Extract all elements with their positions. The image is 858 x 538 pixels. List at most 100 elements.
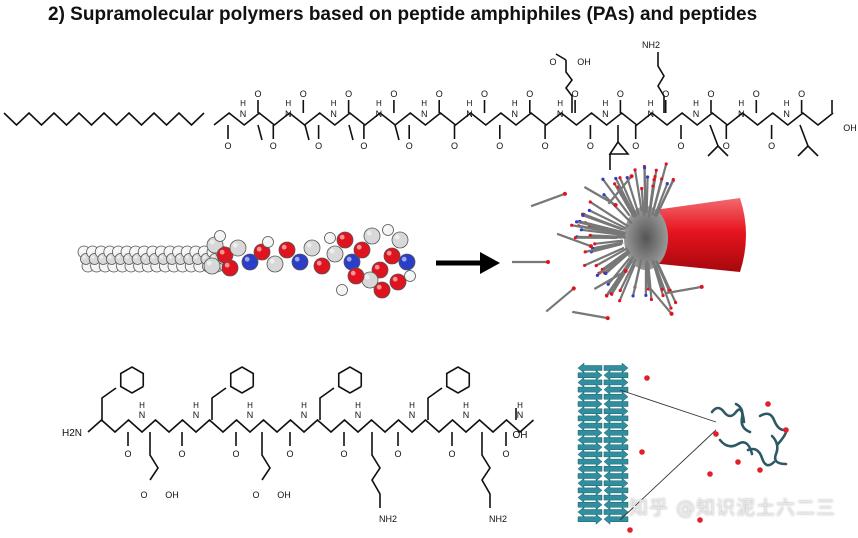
amide-hydrogen-label: H [648, 99, 654, 108]
amide-hydrogen-label: H [512, 99, 518, 108]
carbonyl-oxygen-label: O [481, 89, 488, 99]
beta-strand-arrow [603, 470, 629, 482]
carbonyl-oxygen-label: O [723, 141, 730, 151]
bond [807, 145, 819, 157]
amide-nitrogen-label: N [355, 410, 362, 420]
side-chain-hydroxyl-label: OH [165, 490, 179, 500]
carbon-atom-highlight [151, 255, 155, 259]
headgroup-atom [660, 287, 664, 291]
beta-strand-arrow [577, 448, 603, 460]
amphiphile-molecule [584, 246, 625, 267]
oxygen-atom-highlight [392, 276, 398, 282]
free-amphiphile [666, 284, 704, 295]
hydrogen-atom-highlight [384, 226, 388, 230]
carbon-atom-highlight [269, 258, 275, 264]
headgroup-atom [601, 177, 605, 181]
carbonyl-oxygen-label: O [753, 89, 760, 99]
amide-nitrogen-label: N [301, 410, 308, 420]
beta-strand-arrow [577, 376, 603, 388]
red-particle [757, 467, 763, 473]
beta-strand-arrow [577, 492, 603, 504]
figure-title: 2) Supramolecular polymers based on pept… [48, 4, 758, 25]
carbon-atom-highlight [168, 255, 172, 259]
amphiphile-molecule [603, 193, 633, 225]
free-amphiphile [530, 191, 567, 208]
amphiphile-tail [530, 192, 566, 208]
hydrogen-atom-highlight [140, 248, 144, 252]
amphiphile-molecule [590, 234, 626, 239]
red-particle [765, 401, 771, 407]
headgroup-atom [631, 294, 635, 298]
oxygen-atom-highlight [374, 264, 380, 270]
amide-nitrogen-label: N [783, 109, 790, 119]
amphiphile-molecule [631, 265, 641, 297]
random-coil [770, 434, 788, 466]
headgroup-atom [606, 282, 610, 286]
oxygen-atom-highlight [316, 260, 322, 266]
methyl-stub [304, 124, 310, 141]
amide-hydrogen-label: H [784, 99, 790, 108]
oxygen-atom-highlight [224, 262, 230, 268]
random-coil [718, 438, 754, 456]
amphiphile-tail [545, 287, 575, 313]
phenyl-ring [119, 366, 145, 394]
amide-hydrogen-label: H [467, 99, 473, 108]
carbonyl-oxygen-label: O [632, 141, 639, 151]
side-chain-oxygen-label: O [549, 57, 556, 67]
headgroup-atom [665, 182, 669, 186]
hydrogen-atom-highlight [148, 248, 153, 252]
headgroup-atom [629, 174, 634, 179]
carbonyl-oxygen-label: O [526, 89, 533, 99]
amphiphile-molecule [604, 251, 631, 275]
fiber-core [624, 206, 668, 270]
carbonyl-oxygen-label: O [394, 449, 401, 459]
amide-hydrogen-label: H [355, 401, 361, 410]
amphiphile-molecule [582, 214, 623, 231]
n-terminus-label: H2N [62, 428, 82, 439]
headgroup-atom [546, 260, 550, 264]
headgroup-atom [618, 288, 622, 293]
beta-strand-arrow [603, 441, 629, 453]
carbonyl-oxygen-label: O [451, 141, 458, 151]
amphiphile-molecule [652, 261, 664, 290]
hydrogen-atom-highlight [105, 248, 110, 252]
carbonyl-oxygen-label: O [224, 141, 231, 151]
amide-hydrogen-label: H [139, 401, 145, 410]
beta-strand-arrow [603, 376, 629, 388]
nitrogen-atom-highlight [244, 256, 250, 262]
headgroup-atom [651, 184, 655, 188]
nitrogen-atom-highlight [294, 256, 300, 262]
side-chain-hydroxyl-label: OH [577, 57, 591, 67]
beta-strand-arrow [603, 477, 629, 489]
carbon-atom-highlight [206, 260, 212, 266]
bond [717, 145, 729, 157]
beta-strand-arrow [577, 384, 603, 396]
carbonyl-oxygen-label: O [124, 449, 131, 459]
phe-side-chain [427, 387, 443, 420]
headgroup-atom [640, 186, 644, 191]
red-particle [639, 449, 645, 455]
alkyl-tail [3, 111, 205, 127]
carbon-atom-highlight [99, 255, 103, 259]
beta-strand-arrow [577, 369, 603, 381]
headgroup-atom [570, 223, 574, 227]
headgroup-atom [588, 200, 592, 204]
free-amphiphile [512, 260, 550, 264]
amide-nitrogen-label: N [512, 109, 519, 119]
amphiphile-molecule [588, 209, 627, 230]
oxygen-atom-highlight [356, 244, 362, 250]
headgroup-atom [613, 203, 618, 207]
hydrogen-atom-highlight [264, 238, 268, 242]
beta-strand-arrow [577, 427, 603, 439]
oxygen-atom-highlight [339, 234, 345, 240]
amide-nitrogen-label: N [647, 109, 654, 119]
carbonyl-oxygen-label: O [300, 89, 307, 99]
headgroup-atom [664, 162, 668, 166]
glu-side-chain [149, 432, 159, 481]
hydrogen-atom-highlight [200, 248, 205, 252]
free-amphiphile [593, 269, 628, 290]
carbonyl-oxygen-label: O [254, 89, 261, 99]
side-chain-oxygen-label: O [252, 490, 259, 500]
headgroup-atom [644, 293, 648, 298]
headgroup-atom [623, 269, 628, 273]
